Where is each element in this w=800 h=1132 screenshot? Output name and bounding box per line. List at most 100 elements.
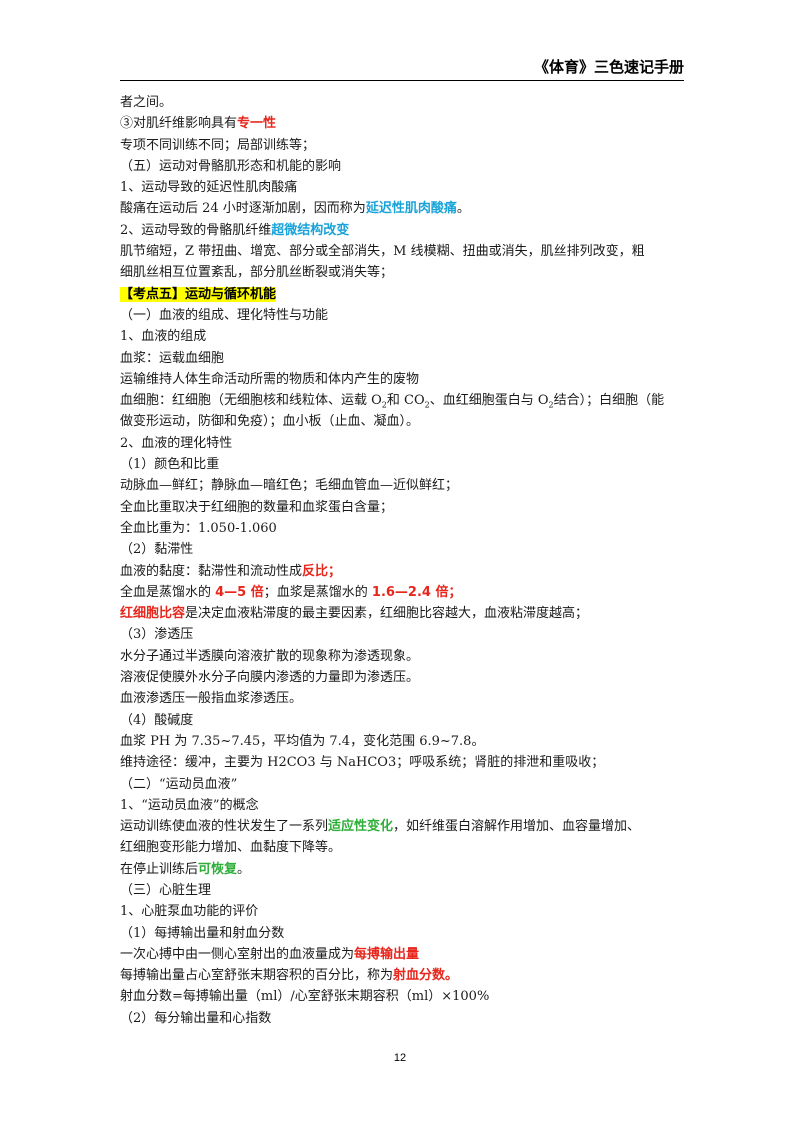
text-line-l43: 射血分数=每搏输出量（ml）/心室舒张末期容积（ml）×100% <box>120 986 684 1007</box>
text-line-l8: 肌节缩短，Z 带扭曲、增宽、部分或全部消失，M 线模糊、扭曲或消失，肌丝排列改变… <box>120 241 684 262</box>
text-segment: ，如纤维蛋白溶解作用增加、血容量增加、 <box>393 819 641 835</box>
section-heading-highlight: 【考点五】运动与循环机能 <box>120 286 277 302</box>
text-line-l10: 【考点五】运动与循环机能 <box>120 284 684 305</box>
text-segment: 酸痛在运动后 24 小时逐渐加剧，因而称为 <box>120 201 366 217</box>
text-segment: 2、血液的理化特性 <box>120 435 233 451</box>
text-segment: 做变形运动，防御和免疫）；血小板（止血、凝血）。 <box>120 414 420 430</box>
text-segment: 在停止训练后 <box>120 861 199 877</box>
text-segment: （2）每分输出量和心指数 <box>120 1010 272 1026</box>
text-segment: ；血浆是蒸馏水的 <box>263 584 372 600</box>
text-line-l39: 1、心脏泵血功能的评价 <box>120 901 684 922</box>
text-segment: 血浆 PH 为 7.35~7.45，平均值为 7.4，变化范围 6.9~7.8。 <box>120 733 485 749</box>
text-line-l18: （1）颜色和比重 <box>120 454 684 475</box>
text-segment: 和 CO <box>386 393 425 409</box>
text-segment: （2）黏滞性 <box>120 542 194 558</box>
text-line-l17: 2、血液的理化特性 <box>120 433 684 454</box>
text-segment: 专项不同训练不同；局部训练等； <box>120 137 316 153</box>
subscript: 2 <box>424 400 430 410</box>
page-number: 12 <box>393 1052 407 1064</box>
text-segment: 是决定血液粘滞度的最主要因素，红细胞比容越大，血液粘滞度越高； <box>185 606 589 622</box>
text-line-l25: 红细胞比容是决定血液粘滞度的最主要因素，红细胞比容越大，血液粘滞度越高； <box>120 603 684 624</box>
emphasis-red: 红细胞比容 <box>120 606 186 622</box>
text-line-l44: （2）每分输出量和心指数 <box>120 1008 684 1029</box>
text-line-l15: 血细胞：红细胞（无细胞核和线粒体、运载 O2和 CO2、血红细胞蛋白与 O2结合… <box>120 390 684 411</box>
subscript: 2 <box>381 400 387 410</box>
text-segment: 全血比重为：1.050-1.060 <box>120 520 277 536</box>
text-line-l41: 一次心搏中由一侧心室射出的血液量成为每搏输出量 <box>120 944 684 965</box>
text-line-l21: 全血比重为：1.050-1.060 <box>120 518 684 539</box>
text-line-l16: 做变形运动，防御和免疫）；血小板（止血、凝血）。 <box>120 411 684 432</box>
text-line-l20: 全血比重取决于红细胞的数量和血浆蛋白含量； <box>120 497 684 518</box>
text-segment: 溶液促使膜外水分子向膜内渗透的力量即为渗透压。 <box>120 670 420 686</box>
text-segment: 1、“运动员血液”的概念 <box>120 797 259 813</box>
text-line-l3: 专项不同训练不同；局部训练等； <box>120 135 684 156</box>
text-line-l4: （五）运动对骨骼肌形态和机能的影响 <box>120 156 684 177</box>
text-line-l23: 血液的黏度：黏滞性和流动性成反比； <box>120 561 684 582</box>
text-segment: 肌节缩短，Z 带扭曲、增宽、部分或全部消失，M 线模糊、扭曲或消失，肌丝排列改变… <box>120 244 645 260</box>
text-segment: 1、血液的组成 <box>120 329 207 345</box>
text-line-l19: 动脉血—鲜红；静脉血—暗红色；毛细血管血—近似鲜红； <box>120 475 684 496</box>
text-segment: 全血比重取决于红细胞的数量和血浆蛋白含量； <box>120 499 394 515</box>
text-line-l26: （3）渗透压 <box>120 624 684 645</box>
text-line-l37: 在停止训练后可恢复。 <box>120 859 684 880</box>
text-segment: （1）颜色和比重 <box>120 457 220 473</box>
text-line-l29: 血液渗透压一般指血浆渗透压。 <box>120 688 684 709</box>
text-segment: 细肌丝相互位置紊乱，部分肌丝断裂或消失等； <box>120 265 394 281</box>
emphasis-red: 每搏输出量 <box>354 946 420 962</box>
header-divider <box>120 80 684 81</box>
text-line-l9: 细肌丝相互位置紊乱，部分肌丝断裂或消失等； <box>120 262 684 283</box>
text-segment: 者之间。 <box>120 95 173 110</box>
text-segment: 运动训练使血液的性状发生了一系列 <box>120 819 329 835</box>
emphasis-red: 射血分数。 <box>393 968 459 984</box>
text-line-l33: （二）“运动员血液” <box>120 774 684 795</box>
text-line-l7: 2、运动导致的骨骼肌纤维超微结构改变 <box>120 220 684 241</box>
text-segment: （1）每搏输出量和射血分数 <box>120 925 285 941</box>
text-line-l40: （1）每搏输出量和射血分数 <box>120 923 684 944</box>
text-line-l1: 者之间。 <box>120 92 684 113</box>
text-segment: （一）血液的组成、理化特性与功能 <box>120 307 329 323</box>
text-segment: （五）运动对骨骼肌形态和机能的影响 <box>120 158 342 174</box>
text-line-l27: 水分子通过半透膜向溶液扩散的现象称为渗透现象。 <box>120 646 684 667</box>
text-segment: 红细胞变形能力增加、血黏度下降等。 <box>120 840 342 856</box>
text-segment: 结合）；白细胞（能 <box>553 393 665 409</box>
text-segment: 一次心搏中由一侧心室射出的血液量成为 <box>120 946 355 962</box>
text-line-l12: 1、血液的组成 <box>120 326 684 347</box>
text-line-l42: 每搏输出量占心室舒张末期容积的百分比，称为射血分数。 <box>120 965 684 986</box>
text-segment: 血液渗透压一般指血浆渗透压。 <box>120 691 303 707</box>
text-line-l31: 血浆 PH 为 7.35~7.45，平均值为 7.4，变化范围 6.9~7.8。 <box>120 731 684 752</box>
emphasis-red: 4—5 倍 <box>215 584 264 600</box>
text-line-l35: 运动训练使血液的性状发生了一系列适应性变化，如纤维蛋白溶解作用增加、血容量增加、 <box>120 816 684 837</box>
text-segment: 射血分数=每搏输出量（ml）/心室舒张末期容积（ml）×100% <box>120 989 490 1005</box>
emphasis-blue: 延迟性肌肉酸痛 <box>365 201 457 217</box>
emphasis-red: 专一性 <box>237 116 277 132</box>
subscript: 2 <box>548 400 554 410</box>
text-segment: 。 <box>237 861 251 877</box>
text-segment: 血浆：运载血细胞 <box>120 350 225 366</box>
text-line-l34: 1、“运动员血液”的概念 <box>120 795 684 816</box>
emphasis-red: 反比； <box>302 563 342 579</box>
emphasis-red: 1.6—2.4 倍； <box>371 584 462 600</box>
text-line-l13: 血浆：运载血细胞 <box>120 348 684 369</box>
text-segment: 水分子通过半透膜向溶液扩散的现象称为渗透现象。 <box>120 648 420 664</box>
text-line-l30: （4）酸碱度 <box>120 710 684 731</box>
text-line-l32: 维持途径：缓冲，主要为 H2CO3 与 NaHCO3；呼吸系统；肾脏的排泄和重吸… <box>120 752 684 773</box>
emphasis-blue: 超微结构改变 <box>271 222 350 238</box>
text-segment: 1、心脏泵血功能的评价 <box>120 904 259 920</box>
text-line-l5: 1、运动导致的延迟性肌肉酸痛 <box>120 177 684 198</box>
document-body: 者之间。 ③对肌纤维影响具有专一性专项不同训练不同；局部训练等； （五）运动对骨骼肌… <box>120 92 684 1029</box>
emphasis-green: 适应性变化 <box>328 819 394 835</box>
text-segment: 血细胞：红细胞（无细胞核和线粒体、运载 O <box>120 393 382 409</box>
text-segment: 运输维持人体生命活动所需的物质和体内产生的废物 <box>120 371 420 387</box>
text-segment: 动脉血—鲜红；静脉血—暗红色；毛细血管血—近似鲜红； <box>120 478 459 494</box>
text-segment: 全血是蒸馏水的 <box>120 584 216 600</box>
text-segment: ③对肌纤维影响具有 <box>120 116 238 132</box>
text-segment: 每搏输出量占心室舒张末期容积的百分比，称为 <box>120 968 394 984</box>
text-segment: 维持途径：缓冲，主要为 H2CO3 与 NaHCO3；呼吸系统；肾脏的排泄和重吸… <box>120 755 605 771</box>
text-segment: 2、运动导致的骨骼肌纤维 <box>120 222 272 238</box>
text-segment: （3）渗透压 <box>120 627 194 643</box>
text-line-l22: （2）黏滞性 <box>120 539 684 560</box>
text-line-l6: 酸痛在运动后 24 小时逐渐加剧，因而称为延迟性肌肉酸痛。 <box>120 198 684 219</box>
emphasis-green: 可恢复 <box>198 861 238 877</box>
text-segment: 、血红细胞蛋白与 O <box>429 393 549 409</box>
header-title: 《体育》三色速记手册 <box>533 58 684 76</box>
